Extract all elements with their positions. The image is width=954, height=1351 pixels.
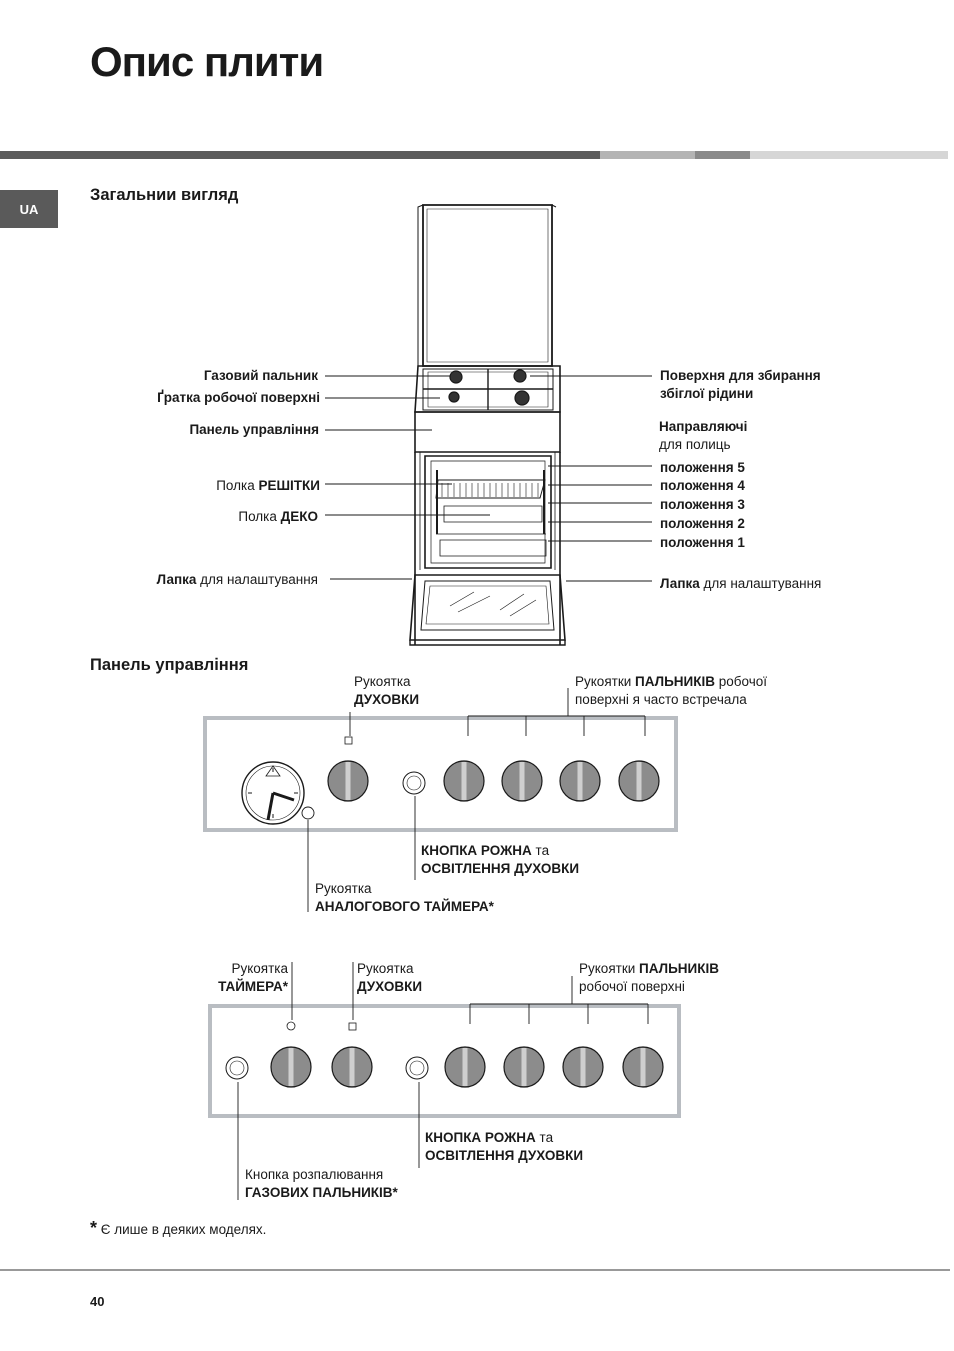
label-position-3: положення 3 [660, 497, 745, 512]
label-control-panel: Панель управління [189, 422, 319, 437]
label-foot-left: Лапка для налаштування [156, 572, 318, 587]
header-bar-accent [695, 151, 750, 159]
language-tab[interactable]: UA [0, 190, 58, 228]
header-bar-dark [0, 151, 600, 159]
label-position-5: положення 5 [660, 460, 745, 475]
label-foot-right: Лапка для налаштування [660, 576, 822, 591]
section-heading-panel: Панель управління [90, 656, 249, 674]
stove-illustration [409, 204, 566, 646]
control-panel-2 [208, 1004, 681, 1118]
header-bar-light [750, 151, 948, 159]
page-number: 40 [90, 1294, 105, 1309]
label-position-1: положення 1 [660, 535, 745, 550]
control-panel-1 [203, 716, 678, 832]
label-position-2: положення 2 [660, 516, 745, 531]
label-gas-burner: Газовий пальник [203, 368, 318, 383]
label-position-4: положення 4 [660, 478, 745, 493]
label-tray-shelf: Полка ДЕКО [238, 509, 318, 524]
footnote: * Є лише в деяких моделях. [90, 1218, 267, 1238]
section-heading-general: Загальнии вигляд [90, 186, 239, 204]
label-rack-shelf: Полка РЕШІТКИ [216, 478, 320, 493]
header-bar-mid [600, 151, 695, 159]
page-title: Опис плити [90, 38, 324, 85]
label-grate: Ґратка робочої поверхні [157, 390, 320, 405]
